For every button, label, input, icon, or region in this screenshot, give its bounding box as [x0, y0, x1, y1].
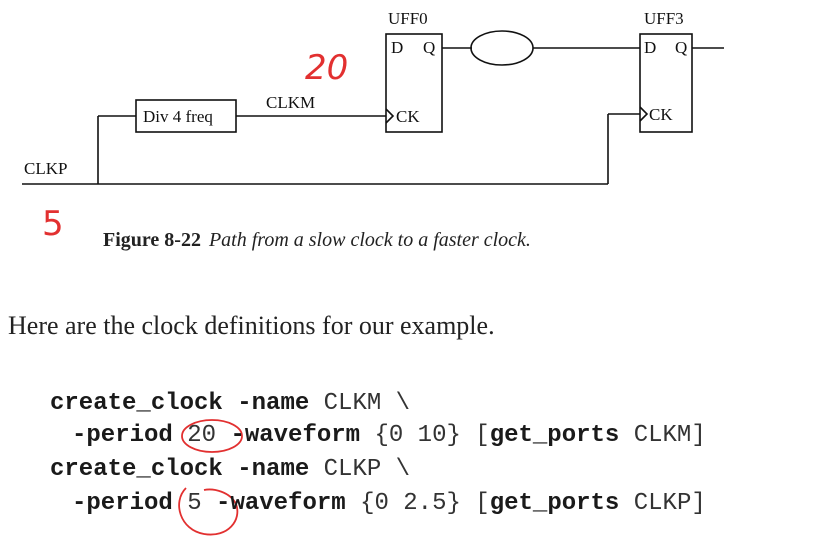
- divider-label: Div 4 freq: [143, 107, 213, 126]
- ff0-name: UFF0: [388, 9, 428, 28]
- clkp-label: CLKP: [24, 159, 67, 178]
- clkm-label: CLKM: [266, 93, 315, 112]
- handwritten-clkm-period: 20: [305, 48, 349, 88]
- combinational-logic-cloud: [470, 30, 534, 66]
- code-command: create_clock: [50, 390, 223, 417]
- code-value: 20: [172, 422, 231, 449]
- ff3-name: UFF3: [644, 9, 684, 28]
- code-value: {0 2.5} [: [345, 490, 490, 517]
- period-20-circle: [181, 419, 243, 453]
- code-command: get_ports: [489, 490, 620, 517]
- period-5-circle: [178, 487, 239, 536]
- code-option: -waveform: [230, 422, 361, 449]
- ff0-clock-triangle: [385, 108, 395, 124]
- code-argument: CLKP \: [309, 456, 411, 483]
- ff3-pin-q: Q: [675, 38, 687, 57]
- code-argument: CLKM \: [309, 390, 411, 417]
- handwritten-clkp-period: 5: [42, 204, 64, 244]
- code-option: -period: [72, 490, 173, 517]
- code-line-2: -period 20 -waveform {0 10} [get_ports C…: [72, 421, 706, 451]
- figure-caption-text: Path from a slow clock to a faster clock…: [208, 229, 531, 251]
- code-option: -name: [222, 456, 310, 483]
- code-command: get_ports: [489, 422, 620, 449]
- code-argument: CLKP]: [619, 490, 706, 517]
- code-option: -name: [222, 390, 310, 417]
- code-line-1: create_clock -name CLKM \: [50, 389, 410, 419]
- code-value: 5: [172, 490, 217, 517]
- code-value: {0 10} [: [360, 422, 490, 449]
- ff3-pin-ck: CK: [649, 105, 673, 124]
- ff0-pin-ck: CK: [396, 107, 420, 126]
- code-line-4: -period 5 -waveform {0 2.5} [get_ports C…: [72, 489, 706, 519]
- ff3-clock-triangle: [639, 106, 649, 122]
- figure-number: Figure 8-22: [103, 229, 201, 251]
- code-line-3: create_clock -name CLKP \: [50, 455, 410, 485]
- ff0-pin-d: D: [391, 38, 403, 57]
- code-option: -period: [72, 422, 173, 449]
- code-command: create_clock: [50, 456, 223, 483]
- ff0-pin-q: Q: [423, 38, 435, 57]
- ff3-box: [639, 33, 693, 133]
- ff3-pin-d: D: [644, 38, 656, 57]
- figure-caption: Figure 8-22 Path from a slow clock to a f…: [103, 229, 803, 252]
- code-option: -waveform: [216, 490, 346, 517]
- ff0-box: [385, 33, 443, 133]
- body-paragraph: Here are the clock definitions for our e…: [8, 311, 495, 340]
- code-argument: CLKM]: [619, 422, 706, 449]
